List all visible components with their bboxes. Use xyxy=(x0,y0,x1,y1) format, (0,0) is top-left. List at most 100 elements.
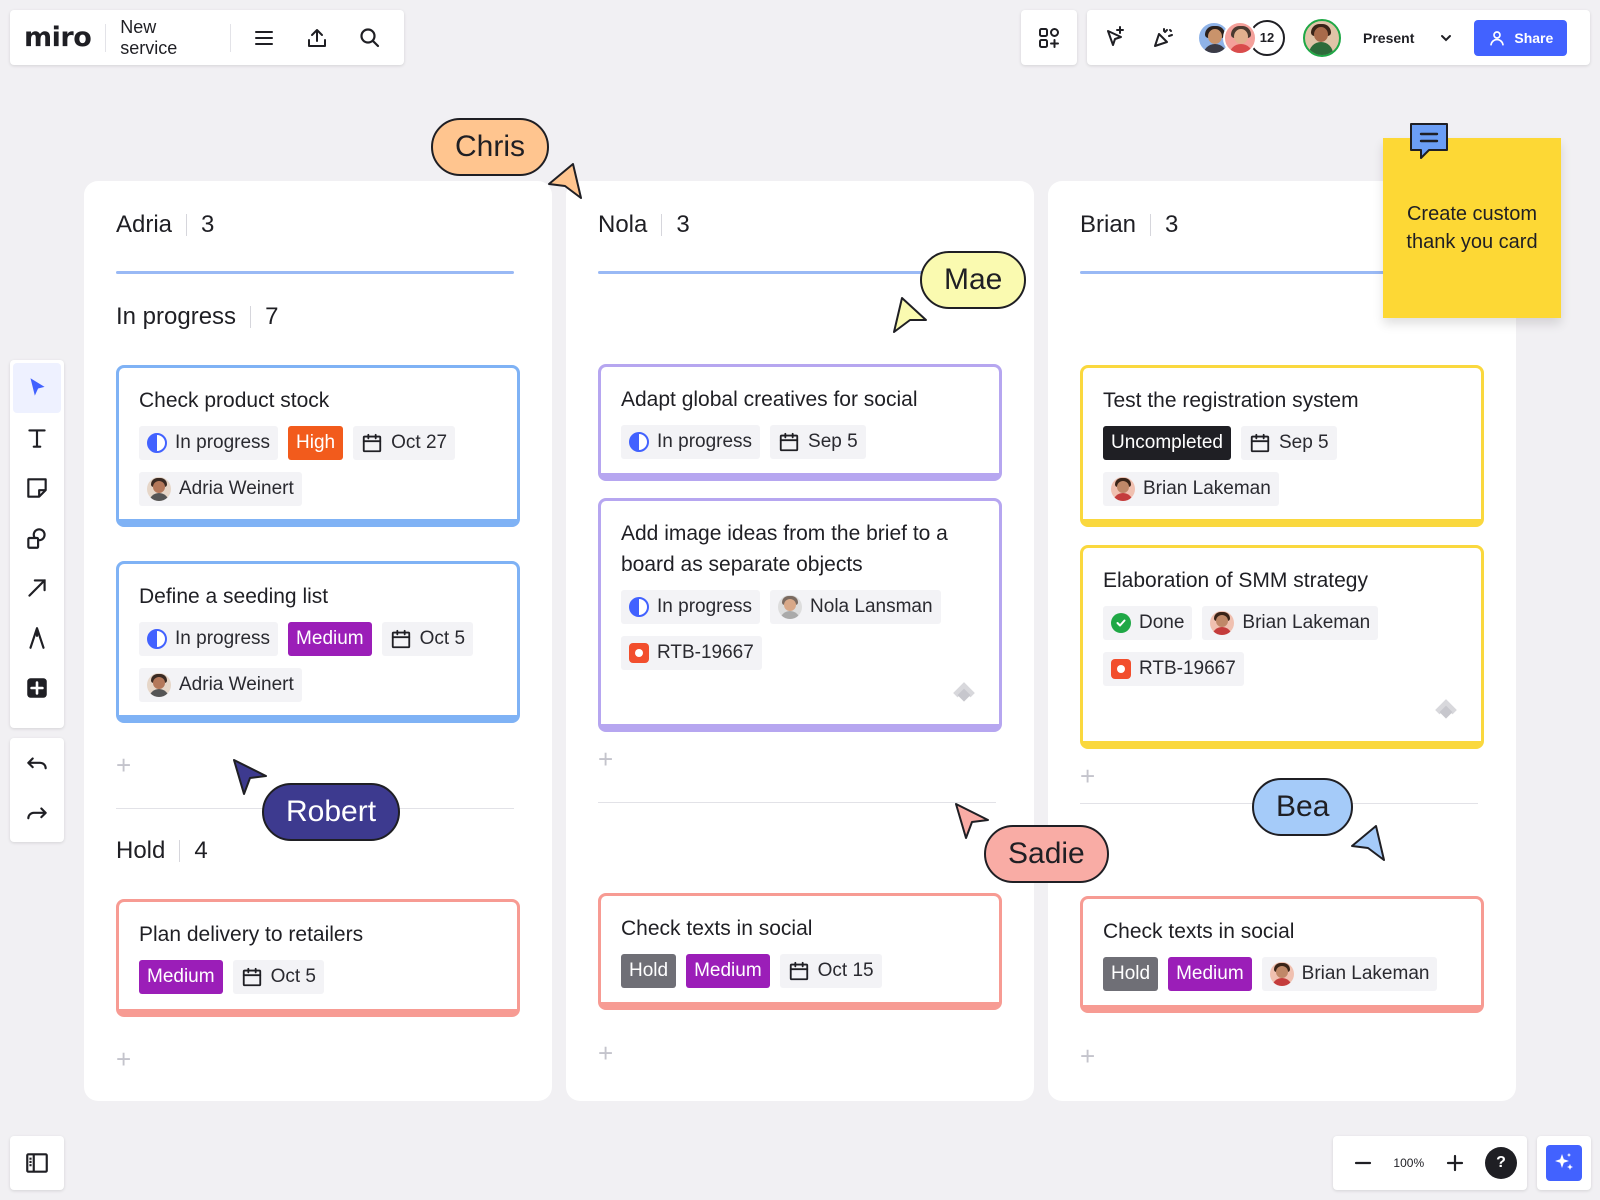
undo-button[interactable] xyxy=(13,740,61,790)
select-tool[interactable] xyxy=(13,363,61,413)
board-toolbar: miro New service xyxy=(10,10,404,65)
task-card[interactable]: Add image ideas from the brief to a boar… xyxy=(598,498,1002,732)
help-button[interactable]: ? xyxy=(1484,1147,1517,1179)
section-count: 7 xyxy=(265,303,279,330)
status-badge[interactable]: In progress xyxy=(139,622,279,656)
pen-tool[interactable] xyxy=(13,613,61,663)
section-count: 4 xyxy=(194,837,208,864)
due-date[interactable]: Oct 27 xyxy=(353,426,456,460)
ticket-id[interactable]: RTB-19667 xyxy=(1103,652,1244,686)
kanban-column-nola: Nola 3 Adapt global creatives for social… xyxy=(566,181,1034,1101)
comment-icon[interactable] xyxy=(1407,120,1451,162)
due-date[interactable]: Sep 5 xyxy=(1240,426,1337,460)
task-card[interactable]: Check texts in social Hold Medium Brian … xyxy=(1080,896,1484,1013)
arrow-tool[interactable] xyxy=(13,563,61,613)
assignee[interactable]: Brian Lakeman xyxy=(1103,472,1279,506)
present-button[interactable]: Present xyxy=(1349,20,1466,56)
add-icon xyxy=(27,678,47,698)
cursor-follow-button[interactable] xyxy=(1095,18,1135,58)
apps-button[interactable] xyxy=(1029,18,1069,58)
user-icon xyxy=(1490,30,1505,46)
avatar xyxy=(147,477,171,501)
assignee[interactable]: Adria Weinert xyxy=(139,668,302,702)
add-card-button[interactable]: + xyxy=(1080,1041,1096,1071)
priority-badge[interactable]: Medium xyxy=(686,954,770,988)
assignee[interactable]: Adria Weinert xyxy=(139,472,302,506)
sticky-note[interactable]: Create custom thank you card xyxy=(1383,138,1561,318)
arrow-icon xyxy=(28,579,46,597)
status-badge[interactable]: Done xyxy=(1103,606,1193,640)
due-date[interactable]: Oct 5 xyxy=(232,960,324,994)
status-badge[interactable]: In progress xyxy=(621,425,761,459)
status-badge[interactable]: Hold xyxy=(1103,957,1159,991)
text-tool[interactable] xyxy=(13,413,61,463)
more-tools-button[interactable] xyxy=(13,663,61,713)
task-card[interactable]: Test the registration system Uncompleted… xyxy=(1080,365,1484,527)
due-date[interactable]: Oct 15 xyxy=(779,954,882,988)
task-card[interactable]: Check product stock In progress High Oct… xyxy=(116,365,520,527)
task-card[interactable]: Define a seeding list In progress Medium… xyxy=(116,561,520,723)
redo-button[interactable] xyxy=(13,790,61,840)
sticky-note-tool[interactable] xyxy=(13,463,61,513)
card-title: Add image ideas from the brief to a boar… xyxy=(621,522,948,576)
avatar xyxy=(1269,962,1294,986)
priority-badge[interactable]: Medium xyxy=(1168,957,1252,991)
kanban-column-brian: Brian 3 Test the registration system Unc… xyxy=(1048,181,1516,1101)
current-user-avatar[interactable] xyxy=(1303,18,1341,57)
cursor-arrow-icon xyxy=(548,163,582,199)
jira-icon xyxy=(953,682,975,702)
add-card-button[interactable]: + xyxy=(116,1044,132,1074)
due-date[interactable]: Sep 5 xyxy=(770,425,866,459)
priority-badge[interactable]: High xyxy=(288,426,344,460)
card-title: Test the registration system xyxy=(1103,389,1359,412)
cursor-label-mae: Mae xyxy=(920,251,1027,309)
cursor-label-chris: Chris xyxy=(431,118,550,176)
ai-assistant-button[interactable] xyxy=(1546,1145,1582,1181)
zoom-out-button[interactable] xyxy=(1343,1143,1383,1183)
section-divider xyxy=(598,802,996,803)
collaborator-avatars[interactable]: 12 xyxy=(1197,19,1285,56)
due-date[interactable]: Oct 5 xyxy=(381,622,474,656)
status-badge[interactable]: Uncompleted xyxy=(1103,426,1231,460)
status-badge[interactable]: Hold xyxy=(621,954,677,988)
check-circle-icon xyxy=(1111,613,1131,633)
panel-toggle[interactable] xyxy=(10,1136,64,1190)
shapes-tool[interactable] xyxy=(13,513,61,563)
section-name: Hold xyxy=(116,837,166,864)
add-card-button[interactable]: + xyxy=(598,1038,614,1068)
assignee[interactable]: Brian Lakeman xyxy=(1261,957,1438,991)
task-card[interactable]: Adapt global creatives for social In pro… xyxy=(598,364,1002,481)
status-badge[interactable]: In progress xyxy=(139,426,279,460)
menu-button[interactable] xyxy=(245,18,284,58)
ticket-icon xyxy=(1111,659,1131,679)
priority-badge[interactable]: Medium xyxy=(288,622,372,656)
add-card-button[interactable]: + xyxy=(116,750,132,780)
board-name[interactable]: New service xyxy=(120,16,178,58)
assignee[interactable]: Brian Lakeman xyxy=(1202,606,1379,640)
column-name: Nola xyxy=(598,211,648,238)
add-card-button[interactable]: + xyxy=(598,744,614,774)
export-button[interactable] xyxy=(298,18,337,58)
task-card[interactable]: Check texts in social Hold Medium Oct 15 xyxy=(598,893,1002,1010)
task-card[interactable]: Plan delivery to retailers Medium Oct 5 xyxy=(116,899,520,1017)
add-card-button[interactable]: + xyxy=(1080,761,1096,791)
column-underline xyxy=(1080,271,1478,274)
status-badge[interactable]: In progress xyxy=(621,590,761,624)
zoom-level[interactable]: 100% xyxy=(1393,1156,1425,1170)
share-button[interactable]: Share xyxy=(1474,19,1568,56)
search-button[interactable] xyxy=(351,18,390,58)
menu-icon xyxy=(255,30,274,45)
ticket-id[interactable]: RTB-19667 xyxy=(621,636,762,670)
progress-icon xyxy=(147,629,167,649)
column-header: Brian 3 xyxy=(1080,211,1178,239)
zoom-in-button[interactable] xyxy=(1435,1143,1475,1183)
task-card[interactable]: Elaboration of SMM strategy Done Brian L… xyxy=(1080,545,1484,749)
celebrate-button[interactable] xyxy=(1143,18,1183,58)
card-title: Check product stock xyxy=(139,389,330,412)
priority-badge[interactable]: Medium xyxy=(139,960,223,994)
miro-logo[interactable]: miro xyxy=(24,22,92,53)
calendar-icon xyxy=(362,433,382,453)
column-name: Brian xyxy=(1080,211,1137,238)
assignee[interactable]: Nola Lansman xyxy=(770,590,941,624)
cursor-label-bea: Bea xyxy=(1252,778,1354,836)
